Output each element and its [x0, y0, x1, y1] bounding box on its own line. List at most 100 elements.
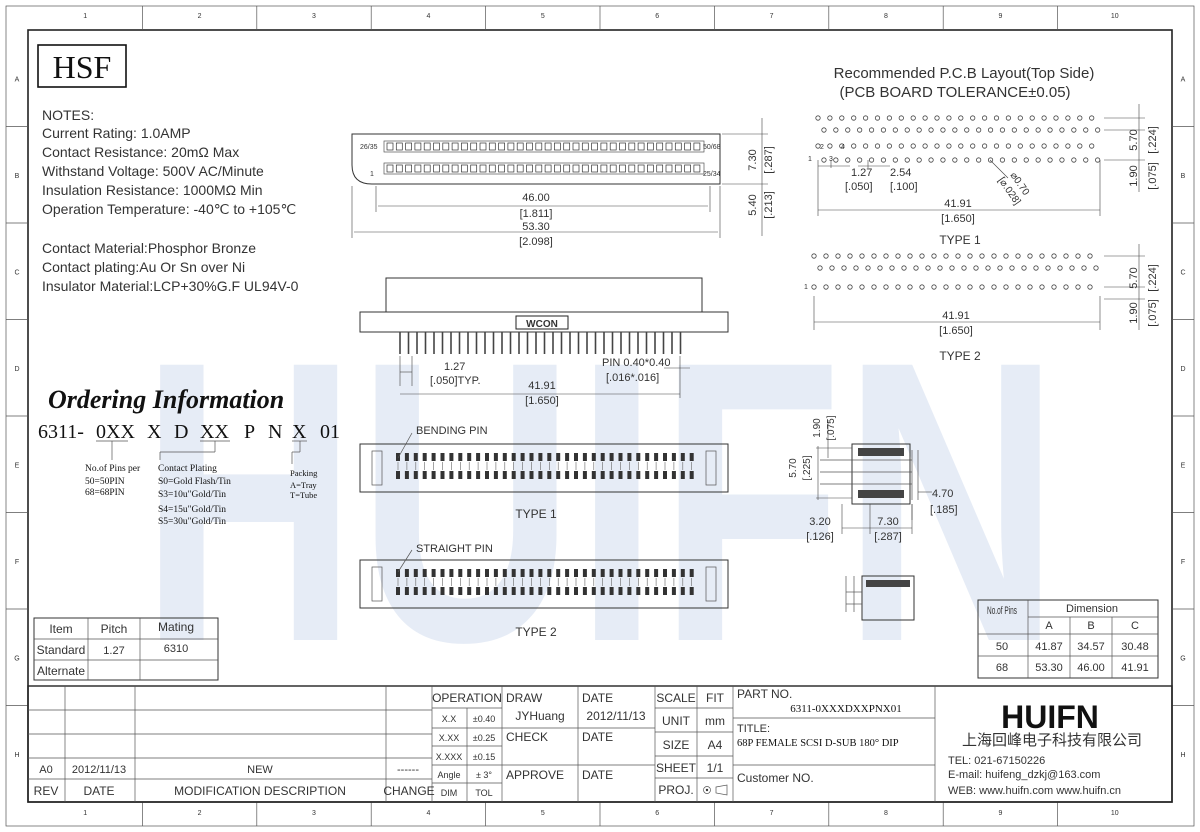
pcb-hole: [916, 127, 922, 133]
pin-pad: [547, 569, 552, 577]
contact-slot: [461, 142, 468, 151]
pin-pad: [547, 471, 552, 479]
pcb-hole: [1029, 115, 1035, 121]
pcb-hole: [1069, 265, 1075, 271]
pcb-hole: [835, 284, 841, 290]
frame-row-marker: F: [15, 559, 19, 566]
pcb-hole: [880, 127, 887, 133]
customer-label: Customer NO.: [737, 771, 814, 785]
contact-slot: [526, 142, 533, 151]
contact-slot: [423, 142, 431, 151]
code-part: 0XX: [96, 421, 135, 443]
pcb-hole: [1009, 265, 1015, 271]
type1-label: TYPE 1: [515, 507, 557, 521]
plating-option: S3=10u"Gold/Tin: [158, 490, 226, 500]
pin-pad: [529, 453, 534, 461]
contact-slot: [405, 164, 412, 173]
table-header: Mating: [158, 620, 194, 634]
scale-label: SCALE: [656, 691, 695, 705]
contact-slot: [619, 142, 626, 151]
front-label: 1: [370, 171, 374, 178]
pin-pad: [520, 471, 525, 479]
pcb-hole: [943, 284, 949, 290]
pin-pad: [493, 453, 498, 461]
pcb-hole: [847, 284, 853, 290]
draw-label: DRAW: [506, 691, 543, 705]
pcb-hole: [841, 265, 847, 271]
contact-slot: [544, 142, 552, 151]
contact-slot: [414, 142, 422, 151]
frame-row-marker: G: [1180, 655, 1185, 662]
pcb-hole: [1047, 127, 1053, 133]
frame-col-marker: 2: [198, 13, 202, 20]
contact-slot: [609, 164, 617, 173]
pins-title: No.of Pins per: [85, 463, 141, 474]
pcb-hole: [886, 143, 893, 149]
pin-number: 2: [820, 144, 824, 151]
pcb-hole: [862, 115, 869, 121]
pcb-hole: [1083, 157, 1089, 163]
contact-slot: [628, 142, 636, 151]
pin-pad: [627, 569, 632, 577]
contact-slot: [516, 164, 524, 173]
contact-slot: [619, 164, 626, 173]
contact-slot: [600, 142, 608, 151]
pin-pad: [654, 471, 659, 479]
pin-pad: [467, 569, 472, 577]
pcb-hole: [883, 253, 889, 259]
pins-option: 68=68PIN: [85, 488, 125, 498]
rev-change: ------: [397, 764, 419, 776]
pin-pad: [591, 471, 596, 479]
plating-option: S0=Gold Flash/Tin: [158, 477, 231, 487]
contact-slot: [656, 142, 664, 151]
pcb-hole: [827, 143, 833, 149]
pin-pad: [440, 471, 445, 479]
pcb-hole: [1027, 284, 1033, 290]
pcb-hole: [934, 115, 940, 121]
pcb-hole: [1029, 143, 1035, 149]
pcb-hole: [839, 115, 845, 121]
table-cell: 68: [996, 662, 1008, 674]
hsf-logo-box: [37, 44, 127, 88]
pin-pad: [574, 569, 578, 577]
title-label: TITLE:: [737, 723, 770, 735]
pin-pad: [689, 569, 694, 577]
pin-pad: [654, 453, 659, 461]
packing-title: Packing: [290, 468, 318, 478]
rev-header: REV: [34, 784, 59, 798]
pin-pad: [449, 587, 454, 595]
change-header: CHANGE: [383, 784, 434, 798]
pin-pad: [502, 587, 507, 595]
pcb-hole: [955, 284, 961, 290]
operation-label: OPERATION: [432, 691, 502, 705]
pin-pad: [609, 471, 614, 479]
pin-pad: [645, 453, 650, 461]
tol-value: ± 3°: [476, 770, 492, 780]
pin-pad: [467, 471, 472, 479]
contact-slot: [591, 164, 598, 173]
table-cell: 46.00: [1077, 662, 1105, 674]
pcb-hole: [1035, 157, 1041, 163]
dim-value: [2.098]: [519, 236, 553, 248]
pin-pad: [591, 453, 596, 461]
dim-value: [.287]: [874, 531, 902, 543]
pcb-hole: [1089, 143, 1095, 149]
pin-pad: [645, 569, 650, 577]
bottom-view-type2: STRAIGHT PIN TYPE 2: [359, 543, 729, 639]
pcb-hole: [1041, 143, 1047, 149]
pcb-hole: [1095, 157, 1101, 163]
pcb-hole: [1005, 115, 1012, 121]
dim-value: 5.70: [1128, 129, 1140, 150]
pcb-hole: [946, 143, 952, 149]
table-header: B: [1087, 620, 1094, 632]
pin-pad: [485, 453, 489, 461]
dim-value: 53.30: [522, 221, 550, 233]
pin-pad: [493, 471, 498, 479]
pcb-hole: [829, 265, 835, 271]
front-label: 26/35: [360, 144, 378, 151]
pin-pad: [485, 471, 489, 479]
tol-value: ±0.40: [473, 714, 495, 724]
dim-value: [.224]: [1147, 264, 1159, 292]
frame-row-marker: D: [1180, 366, 1185, 373]
rev-description: NEW: [247, 764, 273, 776]
